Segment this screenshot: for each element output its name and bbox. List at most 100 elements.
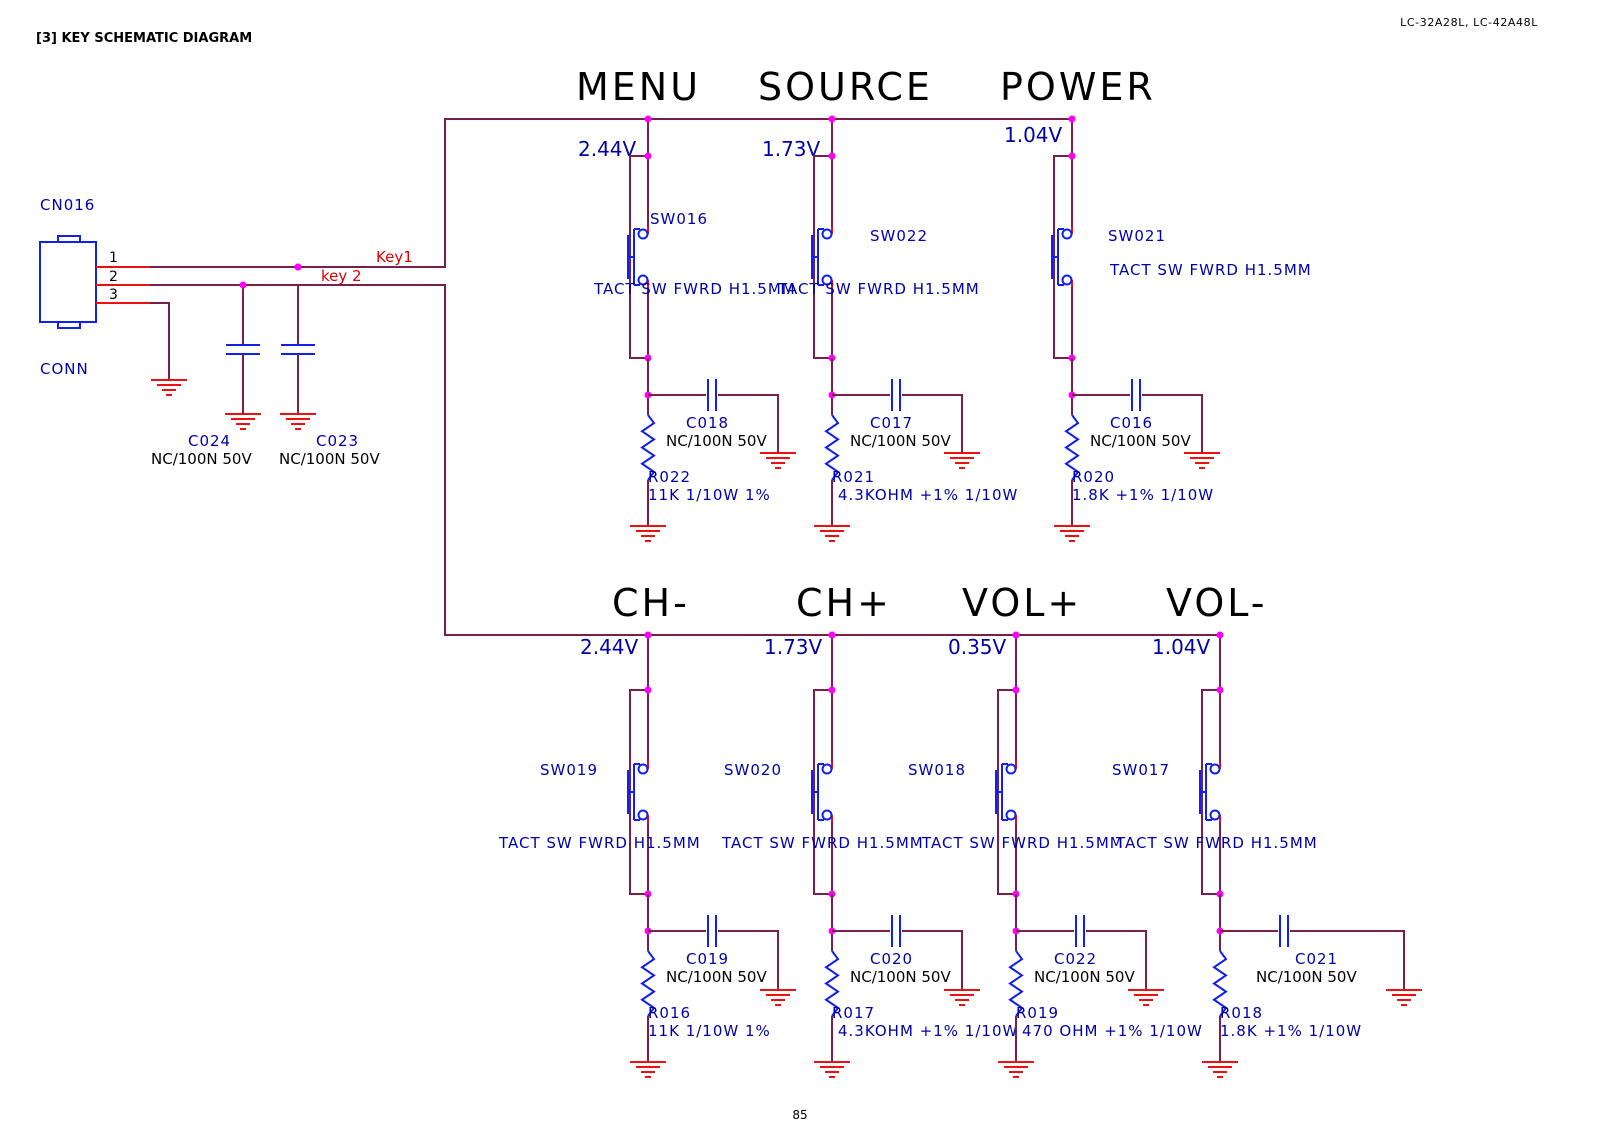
tact-switch-icon bbox=[1051, 227, 1073, 287]
switch-type: TACT SW FWRD H1.5MM bbox=[721, 834, 924, 852]
junction-dot bbox=[239, 281, 247, 289]
switch-type: TACT SW FWRD H1.5MM bbox=[777, 280, 980, 298]
ground-symbol bbox=[998, 1061, 1034, 1078]
switch-ref: SW019 bbox=[540, 761, 598, 779]
button-name: CH+ bbox=[796, 581, 892, 625]
capacitor-value: NC/100N 50V bbox=[1090, 432, 1191, 450]
pin-3-label: 3 bbox=[109, 287, 118, 303]
button-name: SOURCE bbox=[758, 65, 933, 109]
ground-symbol bbox=[760, 452, 796, 469]
junction-dot bbox=[1216, 631, 1224, 639]
switch-ref: SW016 bbox=[650, 210, 708, 228]
tact-switch-icon bbox=[627, 762, 649, 822]
capacitor-ref: C018 bbox=[686, 414, 729, 432]
ground-symbol bbox=[760, 989, 796, 1006]
resistor-value: 4.3KOHM +1% 1/10W bbox=[838, 1022, 1018, 1040]
junction-dot bbox=[1012, 686, 1020, 694]
capacitor-ref: C019 bbox=[686, 950, 729, 968]
button-name: POWER bbox=[1000, 65, 1156, 109]
resistor-icon bbox=[640, 414, 656, 481]
resistor-ref: R018 bbox=[1220, 1004, 1263, 1022]
ground-symbol bbox=[280, 413, 316, 430]
resistor-ref: R022 bbox=[648, 468, 691, 486]
junction-dot bbox=[828, 152, 836, 160]
voltage-label: 1.04V bbox=[1152, 635, 1211, 659]
resistor-icon bbox=[1212, 950, 1228, 1017]
page-number: 85 bbox=[792, 1108, 808, 1122]
switch-ref: SW022 bbox=[870, 227, 928, 245]
capacitor-icon bbox=[832, 915, 963, 990]
capacitor-value: NC/100N 50V bbox=[279, 450, 380, 468]
button-name: MENU bbox=[576, 65, 701, 109]
switch-ref: SW018 bbox=[908, 761, 966, 779]
junction-dot bbox=[644, 686, 652, 694]
resistor-value: 11K 1/10W 1% bbox=[648, 486, 771, 504]
ground-symbol bbox=[630, 525, 666, 542]
junction-dot bbox=[1012, 631, 1020, 639]
resistor-ref: R016 bbox=[648, 1004, 691, 1022]
junction-dot bbox=[828, 686, 836, 694]
switch-type: TACT SW FWRD H1.5MM bbox=[498, 834, 701, 852]
tact-switch-icon bbox=[811, 762, 833, 822]
voltage-label: 0.35V bbox=[948, 635, 1007, 659]
junction-dot bbox=[1068, 152, 1076, 160]
net-label-key1: Key1 bbox=[376, 248, 413, 266]
capacitor-ref: C017 bbox=[870, 414, 913, 432]
resistor-value: 4.3KOHM +1% 1/10W bbox=[838, 486, 1018, 504]
voltage-label: 1.73V bbox=[762, 137, 821, 161]
resistor-icon bbox=[824, 950, 840, 1017]
model-label: LC-32A28L, LC-42A48L bbox=[1400, 16, 1538, 29]
capacitor-value: NC/100N 50V bbox=[151, 450, 252, 468]
capacitor-ref: C021 bbox=[1295, 950, 1338, 968]
tact-switch-icon bbox=[1199, 762, 1221, 822]
resistor-ref: R019 bbox=[1016, 1004, 1059, 1022]
input-grounds bbox=[151, 379, 187, 396]
switch-ref: SW021 bbox=[1108, 227, 1166, 245]
tact-switch-icon bbox=[811, 227, 833, 287]
capacitor-ref: C020 bbox=[870, 950, 913, 968]
switch-type: TACT SW FWRD H1.5MM bbox=[921, 834, 1124, 852]
capacitor-ref: C023 bbox=[316, 432, 359, 450]
voltage-label: 2.44V bbox=[580, 635, 639, 659]
net-label-key2: key 2 bbox=[321, 267, 362, 285]
resistor-ref: R017 bbox=[832, 1004, 875, 1022]
capacitor-icon bbox=[832, 379, 963, 453]
junction-dot bbox=[828, 631, 836, 639]
capacitor-value: NC/100N 50V bbox=[666, 968, 767, 986]
capacitor-icon bbox=[1072, 379, 1203, 453]
capacitor-icon bbox=[1220, 915, 1405, 990]
capacitor-icon bbox=[1016, 915, 1147, 990]
ground-symbol bbox=[225, 413, 261, 430]
ground-symbol bbox=[1386, 989, 1422, 1006]
ground-symbol bbox=[944, 989, 980, 1006]
ground-symbol bbox=[1128, 989, 1164, 1006]
junction-dot bbox=[644, 631, 652, 639]
ground-symbol bbox=[1054, 525, 1090, 542]
ground-symbol bbox=[814, 525, 850, 542]
button-name: VOL- bbox=[1166, 581, 1267, 625]
capacitor-ref: C024 bbox=[188, 432, 231, 450]
connector-cn016: CN016 CONN 1 2 3 bbox=[39, 196, 150, 378]
switch-type: TACT SW FWRD H1.5MM bbox=[593, 280, 796, 298]
ground-symbol bbox=[1184, 452, 1220, 469]
ground-symbol bbox=[944, 452, 980, 469]
junction-dot bbox=[294, 263, 302, 271]
capacitor-ref: C016 bbox=[1110, 414, 1153, 432]
voltage-label: 1.73V bbox=[764, 635, 823, 659]
capacitor-icon bbox=[648, 915, 779, 990]
resistor-value: 1.8K +1% 1/10W bbox=[1220, 1022, 1362, 1040]
resistor-value: 470 OHM +1% 1/10W bbox=[1022, 1022, 1203, 1040]
capacitor-icon bbox=[648, 379, 779, 453]
resistor-ref: R020 bbox=[1072, 468, 1115, 486]
junction-dot bbox=[644, 152, 652, 160]
resistor-icon bbox=[640, 950, 656, 1017]
resistor-value: 11K 1/10W 1% bbox=[648, 1022, 771, 1040]
